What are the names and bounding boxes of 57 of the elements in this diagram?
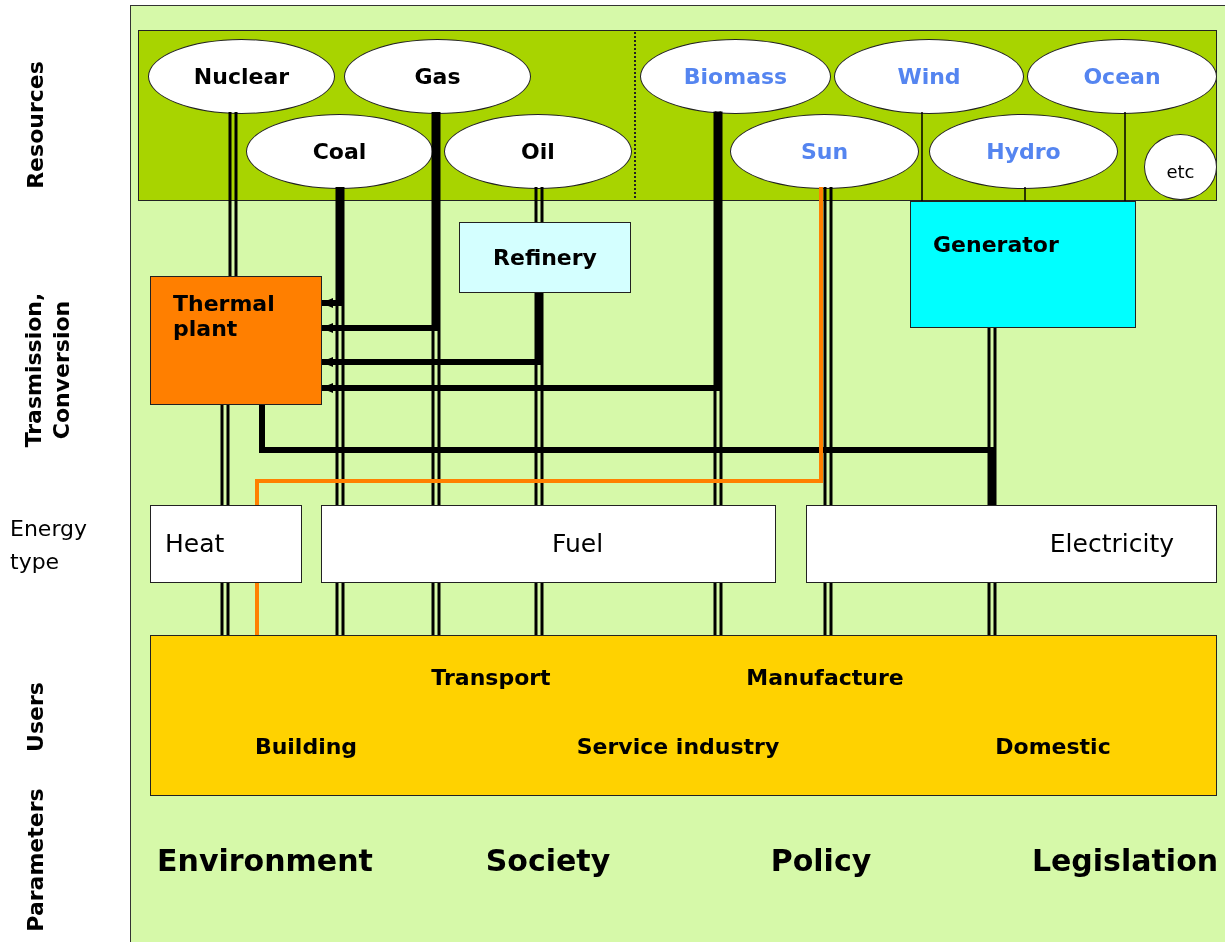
user-sector-label: Building — [254, 734, 358, 760]
parameter-label: Legislation — [1031, 842, 1219, 878]
energy-type-box — [321, 505, 776, 583]
connector-line — [220, 581, 230, 637]
row-label: Users — [22, 682, 48, 752]
parameter-label: Environment — [157, 842, 373, 878]
resources-band — [138, 30, 1217, 201]
energy-type-label: Fuel — [552, 529, 604, 559]
node-label: Hydro — [986, 138, 1061, 165]
node-label: Generator — [933, 232, 1059, 258]
energy-type-label: Heat — [165, 529, 225, 559]
connector-line — [713, 109, 723, 507]
connector-line — [534, 291, 544, 507]
node-label: Nuclear — [193, 63, 290, 90]
thick-connector — [321, 111, 721, 393]
thick-connector — [259, 405, 995, 505]
thick-connector — [321, 293, 542, 367]
node-label: Gas — [414, 63, 461, 90]
node-label: Refinery — [493, 244, 597, 271]
node-label: etc — [1166, 161, 1195, 183]
user-sector-label: Service industry — [576, 734, 780, 760]
parameter-label: Policy — [770, 842, 872, 878]
row-label: Resources — [22, 61, 48, 189]
connector-line — [823, 581, 833, 637]
row-label: Energy type — [10, 515, 89, 576]
user-sector-label: Transport — [431, 665, 551, 691]
user-sector-label: Domestic — [995, 734, 1111, 760]
row-label: Trasmission, Conversion — [19, 291, 74, 450]
process-box — [459, 222, 631, 293]
node-label: Biomass — [683, 63, 788, 90]
energy-type-box — [806, 505, 1217, 583]
user-sector-label: Manufacture — [746, 665, 904, 691]
process-box — [910, 201, 1136, 328]
node-label: Oil — [521, 138, 555, 165]
parameter-label: Society — [485, 842, 611, 878]
resource-ellipse — [444, 114, 632, 189]
connector-line — [534, 581, 544, 637]
node-label: Wind — [897, 63, 961, 90]
connector-line — [335, 581, 345, 637]
node-label: Coal — [312, 138, 367, 165]
node-label: Sun — [800, 138, 849, 165]
node-label: Thermal plant — [173, 291, 276, 342]
connector-line — [220, 403, 230, 507]
connector-line — [255, 187, 823, 505]
connector-line — [255, 583, 259, 635]
connector-line — [987, 326, 997, 507]
users-box — [150, 635, 1217, 796]
connector-line — [713, 581, 723, 637]
connector-line — [431, 581, 441, 637]
energy-type-box — [150, 505, 302, 583]
row-label: Parameters — [22, 788, 48, 932]
node-label: Ocean — [1083, 63, 1161, 90]
thick-connector — [321, 187, 343, 308]
process-box — [150, 276, 322, 405]
thick-connector — [321, 112, 439, 333]
energy-type-label: Electricity — [1049, 529, 1174, 559]
connector-line — [987, 581, 997, 637]
